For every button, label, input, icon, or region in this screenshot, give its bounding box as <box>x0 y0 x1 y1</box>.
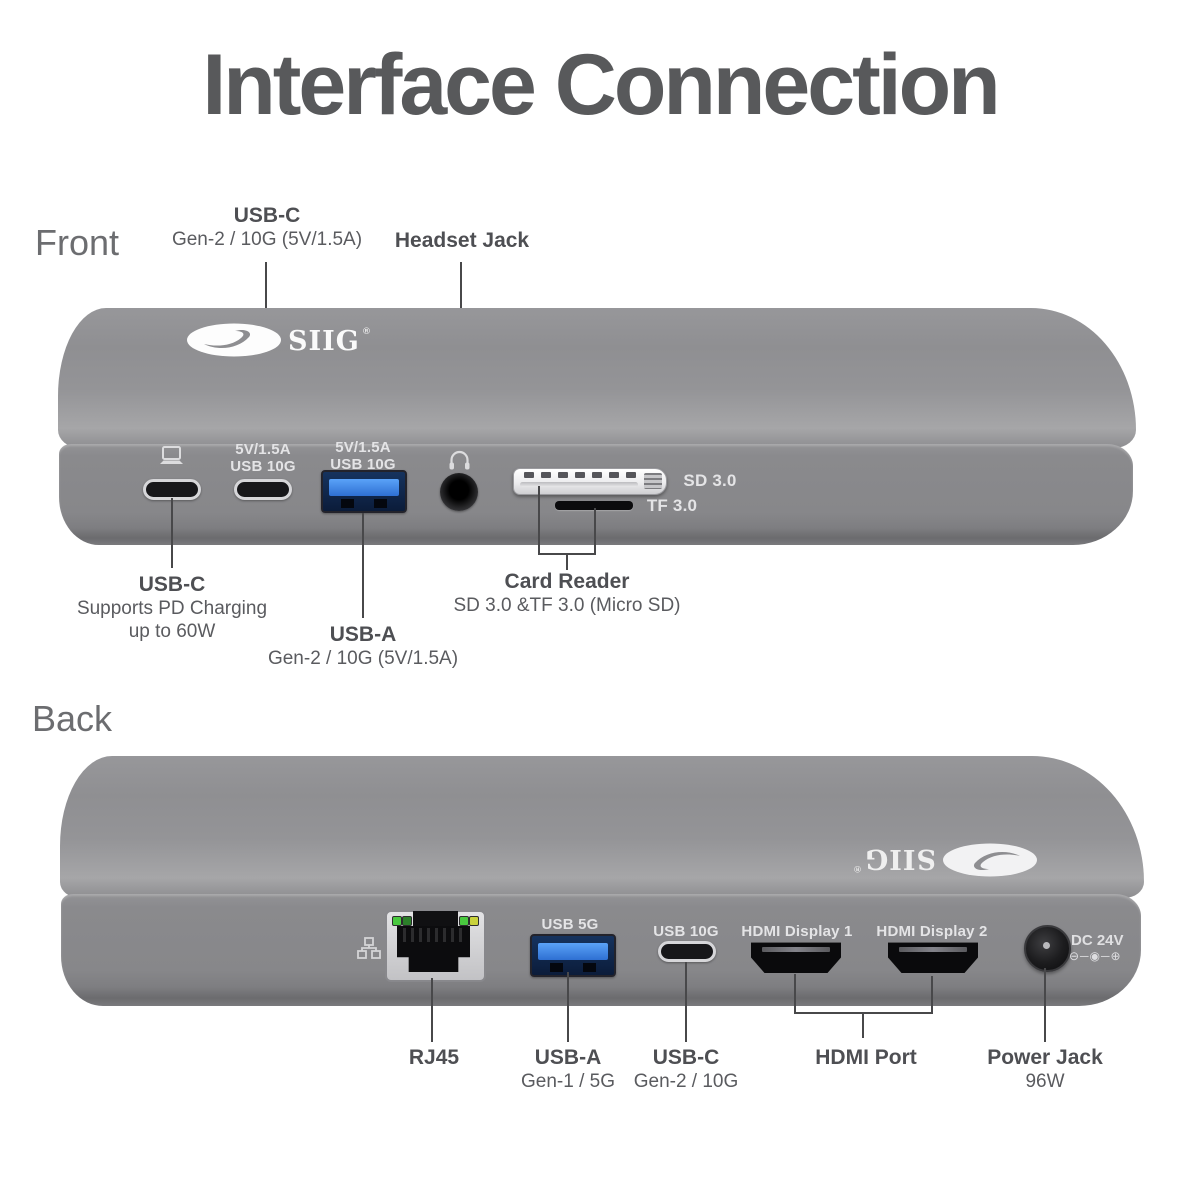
annotation-power-jack-title: Power Jack <box>987 1046 1103 1069</box>
bracket-line-tf <box>594 508 596 553</box>
sd-endblock <box>644 473 662 489</box>
annotation-headset-jack: Headset Jack <box>312 228 612 253</box>
annotation-usba-back-title: USB-A <box>534 1046 602 1069</box>
usba-pin <box>582 963 596 972</box>
sd-tooth <box>558 472 568 478</box>
svg-text:®: ® <box>362 327 371 337</box>
annotation-usbc-pd: USB-C Supports PD Charging up to 60W <box>22 572 322 643</box>
laptop-icon <box>158 446 185 472</box>
leader-line-rj45 <box>431 978 433 1042</box>
annotation-hdmi-title: HDMI Port <box>815 1046 917 1069</box>
tf-card-slot <box>555 501 633 510</box>
annotation-usba-back-sub: Gen-1 / 5G <box>521 1071 615 1092</box>
usbc-port-host <box>143 479 201 500</box>
hdmi-port-2 <box>888 942 978 973</box>
bracket-line-hdmi2 <box>931 976 933 1014</box>
usbc-10g-label: 5V/1.5A USB 10G <box>230 441 296 475</box>
hdmi2-label: HDMI Display 2 <box>876 923 988 940</box>
annotation-usbc-top-sub: Gen-2 / 10G (5V/1.5A) <box>171 229 363 250</box>
annotation-usbc-back: USB-C Gen-2 / 10G <box>536 1045 836 1093</box>
headset-icon <box>448 450 471 478</box>
annotation-usba-front: USB-A Gen-2 / 10G (5V/1.5A) <box>213 622 513 670</box>
annotation-rj45: RJ45 <box>284 1045 584 1070</box>
sd-tooth <box>541 472 551 478</box>
tf-slot-label: TF 3.0 <box>646 496 698 515</box>
hdmi-contacts <box>762 947 830 952</box>
ethernet-icon <box>357 937 381 965</box>
sd-card-slot <box>513 468 667 495</box>
rj45-led-yellow <box>469 916 479 926</box>
usbc-port-10g <box>234 479 292 500</box>
usb10g-label: USB 10G <box>653 923 719 940</box>
bracket-line-hdmi1 <box>794 974 796 1014</box>
bracket-stub-card-reader <box>566 553 568 570</box>
leader-line-usbc-back <box>685 962 687 1042</box>
rj45-led-green <box>392 916 402 926</box>
usba-pin <box>550 963 564 972</box>
leader-line-usba-front <box>362 513 364 618</box>
annotation-usbc-back-sub: Gen-2 / 10G <box>633 1071 739 1092</box>
annotation-usba-back: USB-A Gen-1 / 5G <box>418 1045 718 1093</box>
annotation-usbc-back-title: USB-C <box>652 1046 720 1069</box>
front-section-label: Front <box>35 222 120 263</box>
annotation-usbc-top-title: USB-C <box>233 204 301 227</box>
annotation-card-reader-sub: SD 3.0 &TF 3.0 (Micro SD) <box>453 595 681 616</box>
sd-slot-label: SD 3.0 <box>683 471 737 490</box>
siig-logo-back: SIIG ® <box>826 840 1038 878</box>
usbc-port-back <box>658 941 716 962</box>
annotation-headset-jack-title: Headset Jack <box>394 229 530 252</box>
leader-line-usba-back <box>567 972 569 1042</box>
rj45-led-green <box>402 916 412 926</box>
svg-text:®: ® <box>853 863 862 873</box>
sd-tooth <box>609 472 619 478</box>
headset-jack-port <box>440 473 478 511</box>
power-jack-pin <box>1043 942 1050 949</box>
usba-10g-label: 5V/1.5A USB 10G <box>330 439 396 473</box>
dc-24v-label: DC 24V <box>1071 932 1124 949</box>
polarity-symbol: ⊖─◉─⊕ <box>1069 949 1122 963</box>
hdmi1-label: HDMI Display 1 <box>741 923 853 940</box>
usba-port-front <box>321 470 407 513</box>
leader-line-power <box>1044 968 1046 1042</box>
annotation-card-reader-title: Card Reader <box>504 570 630 593</box>
power-jack-port <box>1024 925 1071 972</box>
annotation-rj45-title: RJ45 <box>408 1046 460 1069</box>
hdmi-contacts <box>899 947 967 952</box>
usba-pin <box>341 499 355 508</box>
usb5g-label: USB 5G <box>541 916 599 933</box>
usba-port-back <box>530 934 616 977</box>
sd-tooth <box>524 472 534 478</box>
sd-tooth <box>626 472 636 478</box>
rj45-led-green <box>459 916 469 926</box>
rj45-port <box>385 910 486 982</box>
svg-text:SIIG: SIIG <box>864 843 936 874</box>
svg-text:SIIG: SIIG <box>288 326 360 357</box>
annotation-usba-front-sub: Gen-2 / 10G (5V/1.5A) <box>267 648 459 669</box>
sd-tooth <box>592 472 602 478</box>
hdmi-port-1 <box>751 942 841 973</box>
annotation-usbc-pd-sub1: Supports PD Charging <box>76 598 268 619</box>
annotation-usbc-pd-sub2: up to 60W <box>128 621 216 642</box>
usba-tongue <box>537 943 609 961</box>
annotation-card-reader: Card Reader SD 3.0 &TF 3.0 (Micro SD) <box>417 569 717 617</box>
annotation-usbc-top: USB-C Gen-2 / 10G (5V/1.5A) <box>117 203 417 251</box>
page-title: Interface Connection <box>202 37 1000 133</box>
bracket-stub-hdmi <box>862 1012 864 1038</box>
siig-logo-front: SIIG ® <box>186 322 398 360</box>
back-section-label: Back <box>32 698 113 739</box>
back-device-top-surface <box>60 756 1144 898</box>
bracket-line-sd <box>538 486 540 553</box>
sd-groove <box>520 482 638 487</box>
annotation-usba-front-title: USB-A <box>329 623 397 646</box>
usba-pin <box>373 499 387 508</box>
sd-tooth <box>575 472 585 478</box>
annotation-hdmi: HDMI Port <box>716 1045 1016 1070</box>
leader-line-usbc-pd <box>171 498 173 568</box>
usba-tongue <box>328 479 400 497</box>
rj45-pins <box>403 928 464 942</box>
annotation-power-jack: Power Jack 96W <box>895 1045 1195 1093</box>
annotation-power-jack-sub: 96W <box>1025 1071 1065 1092</box>
annotation-usbc-pd-title: USB-C <box>138 573 206 596</box>
rj45-tab <box>413 911 458 929</box>
